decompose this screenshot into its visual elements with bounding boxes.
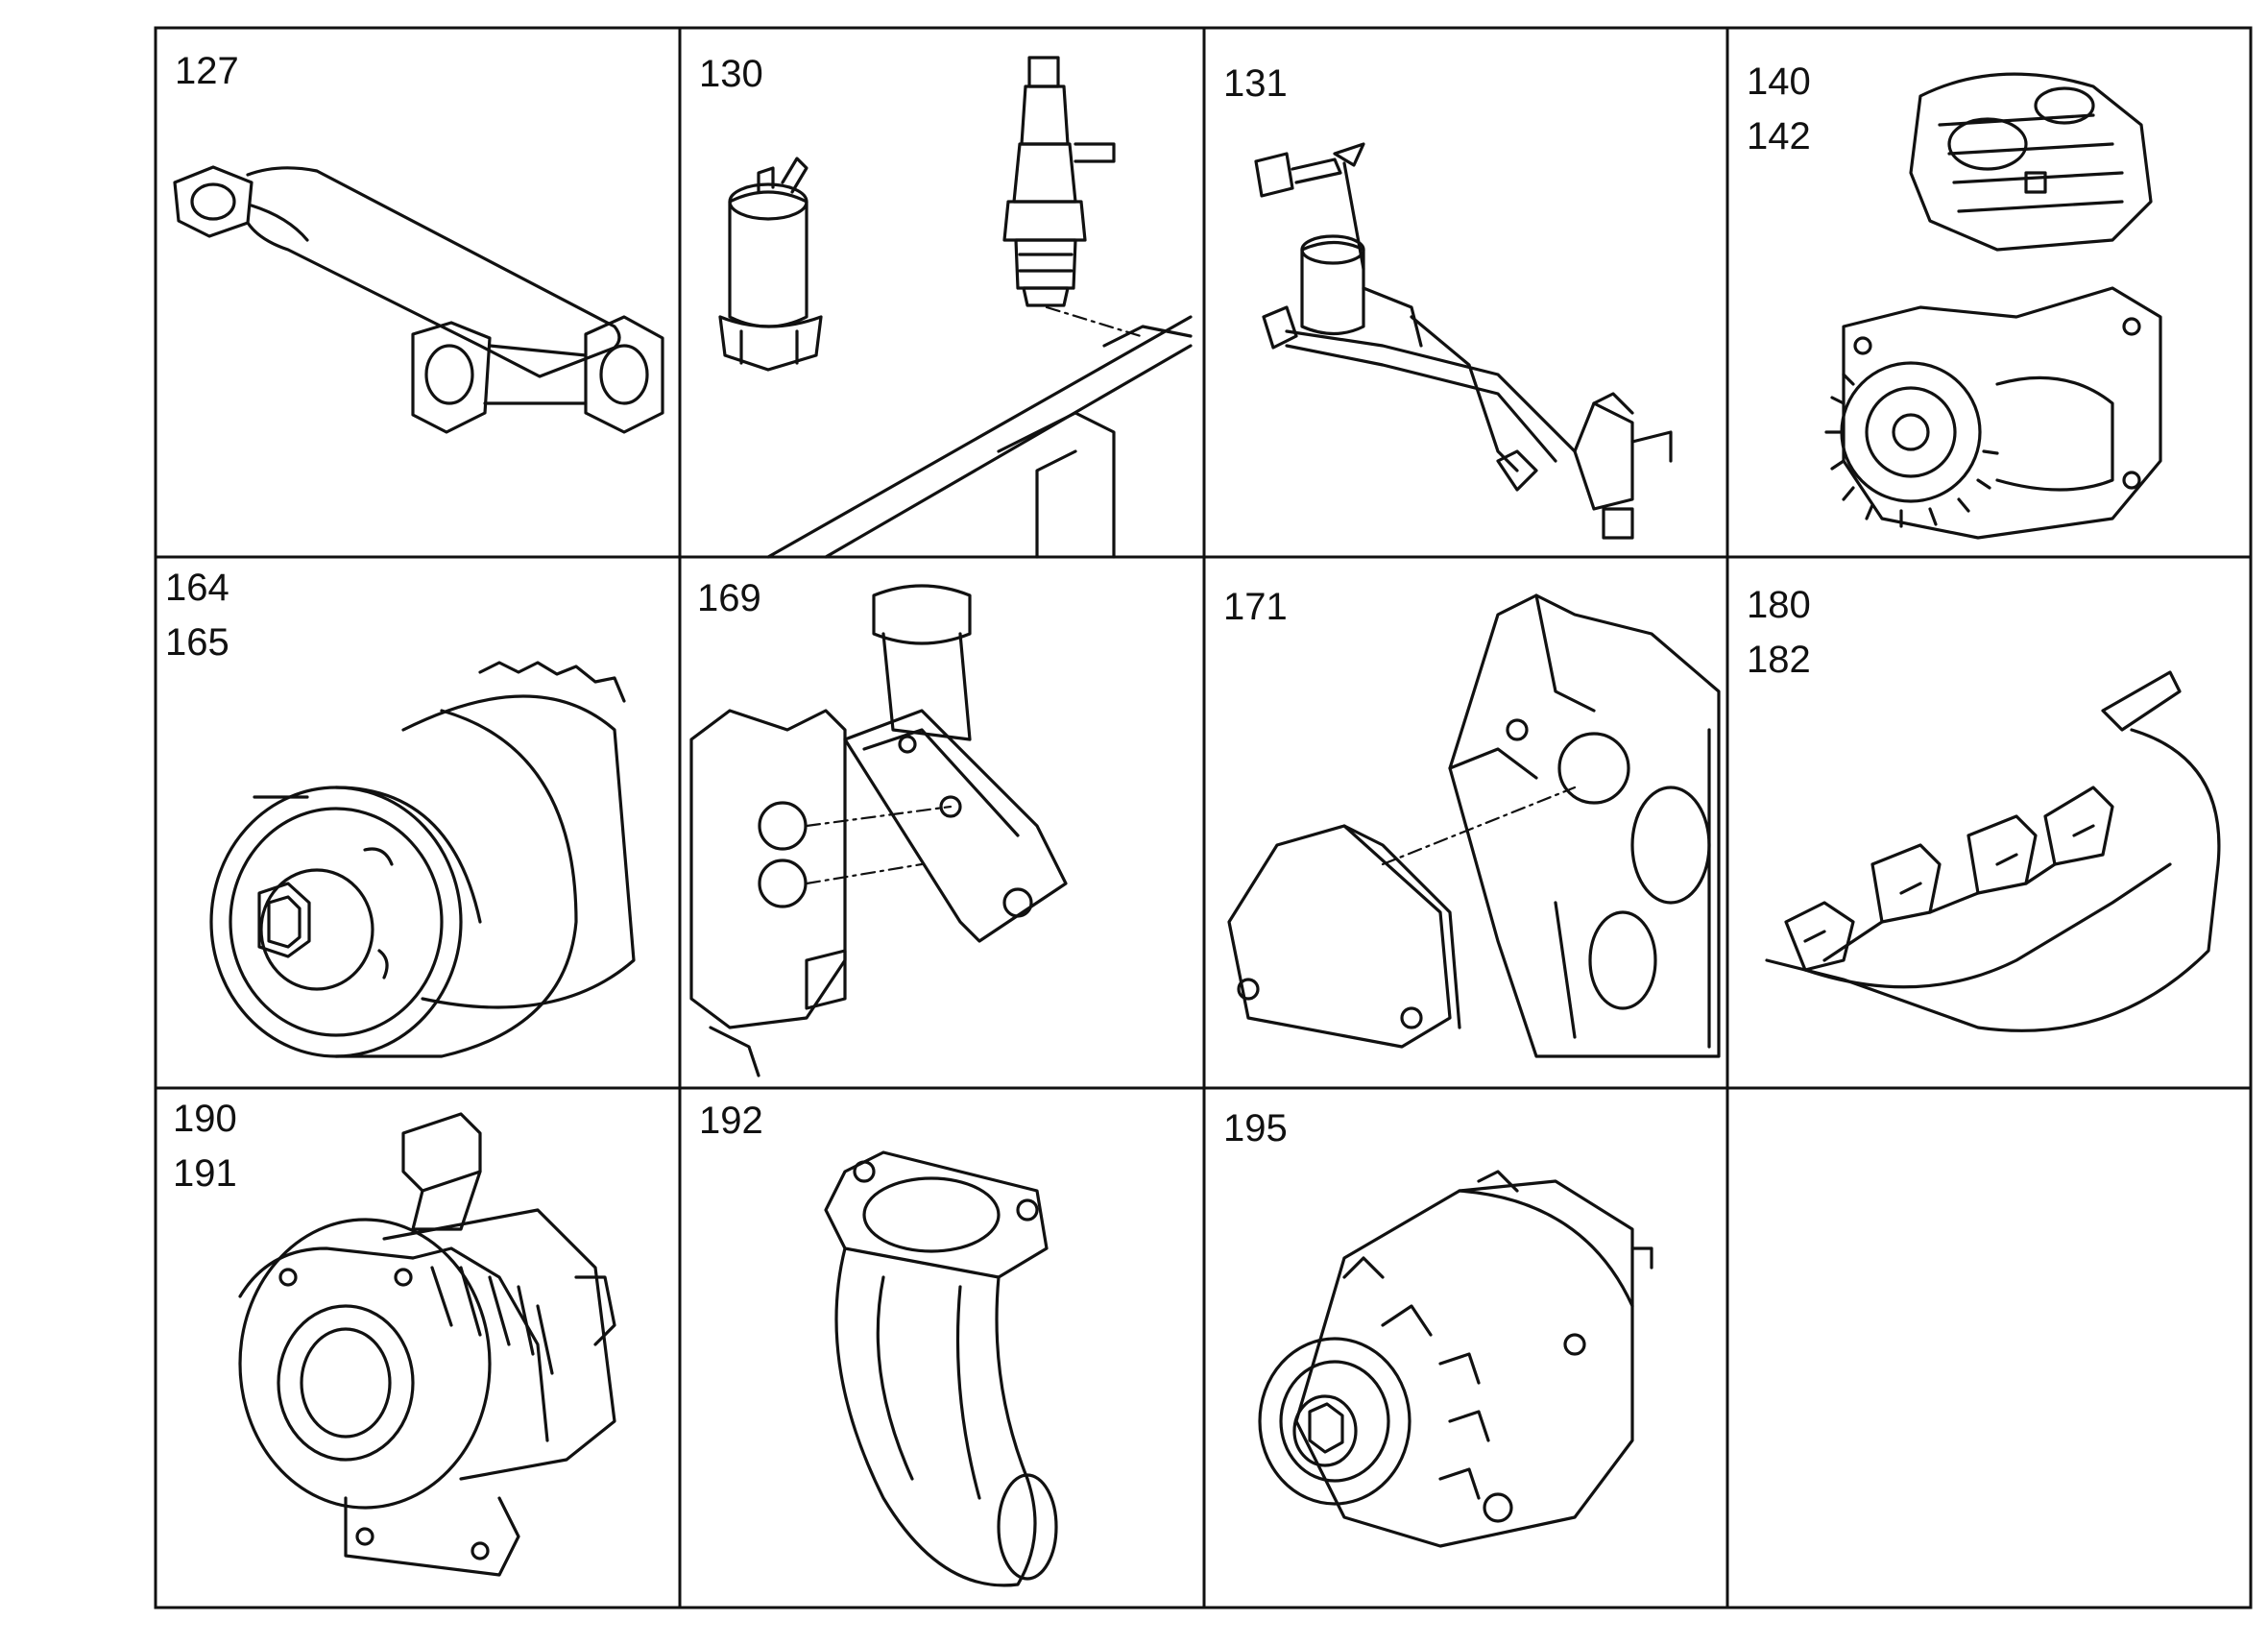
part-number-192: 192 <box>699 1100 763 1142</box>
parts-grid <box>154 26 2253 1609</box>
part-number-127: 127 <box>175 50 239 92</box>
timing-cover-gasket-icon <box>1227 593 1721 1058</box>
part-number-131: 131 <box>1223 62 1288 105</box>
part-number-140: 140 <box>1747 60 1811 103</box>
air-compressor-icon <box>1824 72 2162 540</box>
turbocharger-icon <box>238 1112 616 1577</box>
exhaust-elbow-icon <box>824 1150 1058 1587</box>
part-number-142: 142 <box>1747 115 1811 157</box>
thermostat-housing-icon <box>689 584 1068 1077</box>
part-number-171: 171 <box>1223 586 1288 628</box>
exhaust-manifold-icon <box>1765 670 2221 1032</box>
part-number-195: 195 <box>1223 1107 1288 1149</box>
injector-lines-icon <box>1254 142 1673 540</box>
water-pump-pulley-icon <box>209 661 636 1058</box>
part-number-165: 165 <box>165 621 229 664</box>
exhaust-pipe-y-icon <box>173 165 664 434</box>
part-number-191: 191 <box>173 1152 237 1195</box>
part-number-190: 190 <box>173 1098 237 1140</box>
part-number-169: 169 <box>697 577 761 619</box>
cell-labels: 127 130 131 140 142 164 165 169 171 180 … <box>165 50 1811 1195</box>
alternator-icon <box>1258 1170 1653 1548</box>
part-number-164: 164 <box>165 567 229 609</box>
part-number-130: 130 <box>699 53 763 95</box>
sensor-and-injector-icon <box>718 56 1193 559</box>
part-number-180: 180 <box>1747 584 1811 626</box>
part-number-182: 182 <box>1747 639 1811 681</box>
